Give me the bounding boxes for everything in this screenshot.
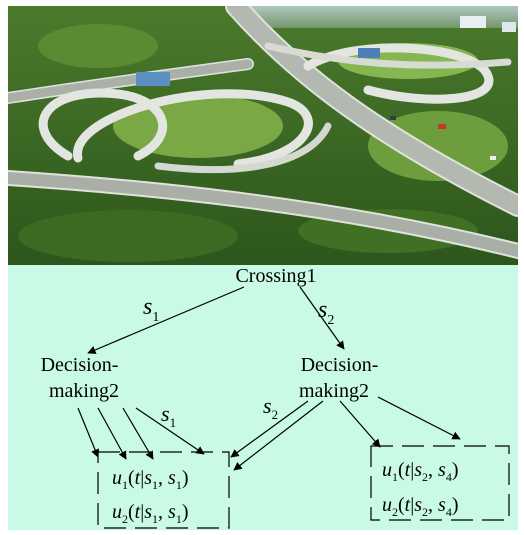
building (502, 22, 516, 32)
edge-left-c (122, 407, 154, 460)
distant-haze (248, 6, 518, 28)
grass-patch (368, 111, 508, 181)
edge-left-d (135, 407, 205, 455)
grass-patch (38, 24, 158, 68)
decision-node-right: Decision- making2 (299, 354, 383, 402)
utility-left-1: u1(t|s1, s1) (112, 467, 189, 492)
building (460, 16, 486, 28)
car (490, 156, 496, 160)
edge-left-b (97, 407, 127, 460)
billboard (358, 48, 380, 58)
billboard (136, 72, 170, 86)
edge-left-a (77, 407, 100, 458)
outcome-box-left: u1(t|s1, s1) u2(t|s1, s1) (97, 451, 230, 529)
car (438, 124, 446, 129)
utility-right-2: u2(t|s2, s4) (382, 494, 459, 519)
edge-label-left: s1 (143, 294, 159, 325)
utility-right-1: u1(t|s2, s4) (382, 459, 459, 484)
edge-right-d (377, 396, 461, 440)
utility-left-2: u2(t|s1, s1) (112, 501, 189, 526)
edge-right-b (233, 400, 324, 471)
decision-tree-diagram: Crossing1 s1 s2 Decision- making2 Decisi… (8, 265, 518, 530)
diagram-background (8, 265, 518, 530)
interchange-photo (8, 6, 518, 265)
root-node: Crossing1 (235, 265, 316, 287)
outcome-box-right: u1(t|s2, s4) u2(t|s2, s4) (370, 445, 510, 521)
edge-right-c (339, 400, 381, 448)
edge-label-inner-right: s2 (263, 393, 278, 422)
edge-label-inner-left: s1 (161, 401, 176, 430)
car (390, 116, 396, 120)
decision-node-left: Decision- making2 (41, 354, 124, 402)
tree-cluster (18, 210, 238, 262)
edge-root-left (87, 286, 245, 354)
edge-label-right: s2 (318, 297, 334, 328)
edge-right-a (230, 400, 309, 458)
road-network (8, 6, 518, 259)
edge-root-right (299, 286, 345, 350)
